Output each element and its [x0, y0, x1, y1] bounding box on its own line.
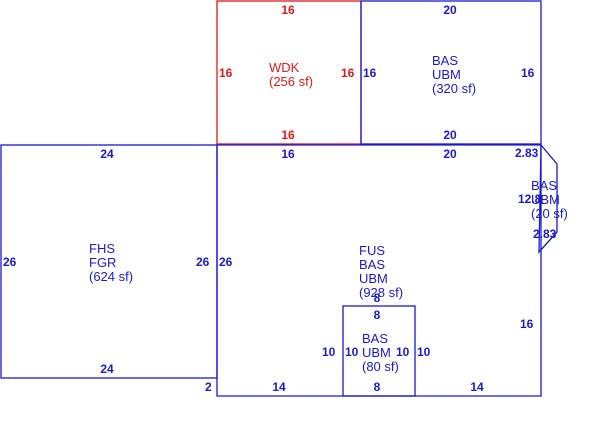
fus-dim-corner: 2 — [205, 380, 212, 394]
bas-small-area: (80 sf) — [362, 359, 399, 374]
fhs-dim-top: 24 — [100, 147, 114, 161]
fus-dim-top-left: 16 — [281, 147, 295, 161]
bas-upper-area: (320 sf) — [432, 81, 476, 96]
bas-bay-area: (20 sf) — [531, 206, 568, 221]
fus-line3: UBM — [359, 271, 388, 286]
bas-small-dim-top-outer: 8 — [374, 291, 381, 305]
bay-lower-diagonal — [538, 231, 558, 253]
wdk-area: (256 sf) — [269, 74, 313, 89]
fhs-area: (624 sf) — [89, 269, 133, 284]
fus-dim-top-right: 20 — [443, 147, 457, 161]
bas-small-dim-top: 8 — [374, 308, 381, 322]
bas-bay-dim-top: 2.83 — [515, 146, 539, 160]
fus-dim-bottom-left: 14 — [272, 380, 286, 394]
bas-bay-line1: BAS — [531, 178, 557, 193]
wdk-dim-top: 16 — [281, 3, 295, 17]
fus-dim-bottom-right: 14 — [470, 380, 484, 394]
fhs-dim-left: 26 — [3, 255, 17, 269]
bas-upper-line1: BAS — [432, 53, 458, 68]
bas-small-dim-bottom: 8 — [374, 380, 381, 394]
bas-upper-outline — [360, 0, 542, 145]
fus-dim-left: 26 — [219, 255, 233, 269]
bas-upper-dim-right: 16 — [521, 66, 535, 80]
bas-bay-dim-side: 12.8 — [518, 192, 542, 206]
bas-small-line2: UBM — [362, 345, 391, 360]
wdk-dim-left: 16 — [219, 66, 233, 80]
fhs-line2: FGR — [89, 255, 116, 270]
bas-upper-dim-top: 20 — [443, 3, 457, 17]
bas-upper-dim-left: 16 — [363, 66, 377, 80]
fhs-dim-right: 26 — [196, 255, 210, 269]
wdk-dim-right: 16 — [341, 66, 355, 80]
bas-bay-dim-bottom: 2.83 — [533, 227, 557, 241]
bas-bay-line2: UBM — [531, 192, 560, 207]
fus-area: (928 sf) — [359, 285, 403, 300]
bas-small-dim-left-outer: 10 — [322, 345, 336, 359]
fus-line1: FUS — [359, 243, 385, 258]
bas-small-dim-right-inner: 10 — [396, 345, 410, 359]
wdk-dim-bottom: 16 — [281, 128, 295, 142]
bas-small-outline — [342, 305, 416, 397]
fus-outline — [216, 144, 542, 397]
fus-line2: BAS — [359, 257, 385, 272]
bas-small-line1: BAS — [362, 331, 388, 346]
fhs-line1: FHS — [89, 241, 115, 256]
bas-upper-line2: UBM — [432, 67, 461, 82]
fus-dim-right: 16 — [520, 317, 534, 331]
bas-upper-dim-bottom: 20 — [443, 128, 457, 142]
wdk-name: WDK — [269, 60, 300, 75]
fhs-dim-bottom: 24 — [100, 362, 114, 376]
bas-small-dim-right-outer: 10 — [417, 345, 431, 359]
bas-small-dim-left-inner: 10 — [345, 345, 359, 359]
